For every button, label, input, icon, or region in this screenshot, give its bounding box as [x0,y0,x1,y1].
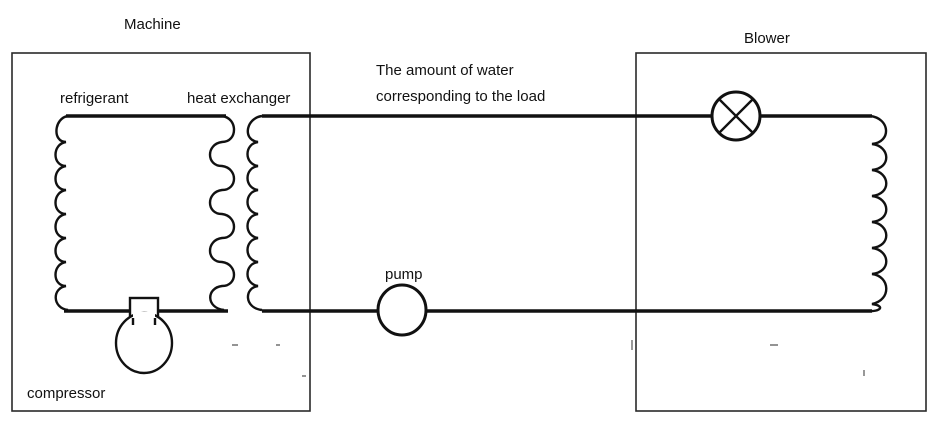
heat-exchanger-right-coil [246,114,263,312]
machine-box [11,52,311,412]
blower-box [635,52,927,412]
pump-icon [376,283,428,337]
water-amount-label-line1: The amount of water [376,62,514,79]
compressor-neck-sides [131,318,157,325]
refrigerant-left-coil [54,114,69,312]
pump-label: pump [385,266,423,283]
heat-exchanger-left-coil [208,114,236,312]
compressor-label: compressor [27,385,105,402]
blower-valve-icon [710,90,762,142]
blower-label: Blower [744,30,790,47]
blower-coil [867,114,888,313]
water-amount-label-line2: corresponding to the load [376,88,545,105]
compressor-joint [133,312,155,322]
machine-label: Machine [124,16,181,33]
refrigerant-label: refrigerant [60,90,129,107]
heat-exchanger-label: heat exchanger [187,90,290,107]
scan-specks [232,340,865,377]
